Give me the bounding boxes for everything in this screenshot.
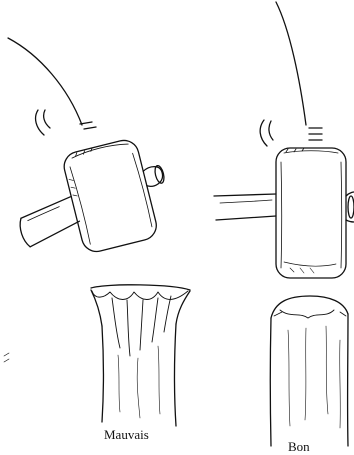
right-swing-arc bbox=[276, 2, 306, 125]
right-mallet-knob bbox=[346, 192, 354, 222]
good-label: Bon bbox=[288, 439, 310, 455]
left-mallet-head bbox=[61, 137, 159, 254]
left-stake bbox=[91, 285, 190, 426]
left-margin-marks bbox=[4, 353, 9, 362]
left-swing-arc bbox=[8, 38, 82, 125]
bad-label: Mauvais bbox=[104, 427, 149, 443]
right-mallet bbox=[214, 148, 354, 278]
right-stake bbox=[270, 296, 348, 446]
left-mallet bbox=[6, 133, 178, 269]
right-motion-marks bbox=[260, 120, 322, 146]
right-mallet-handle bbox=[214, 194, 276, 220]
left-motion-marks bbox=[36, 110, 96, 135]
right-mallet-head bbox=[276, 148, 346, 278]
